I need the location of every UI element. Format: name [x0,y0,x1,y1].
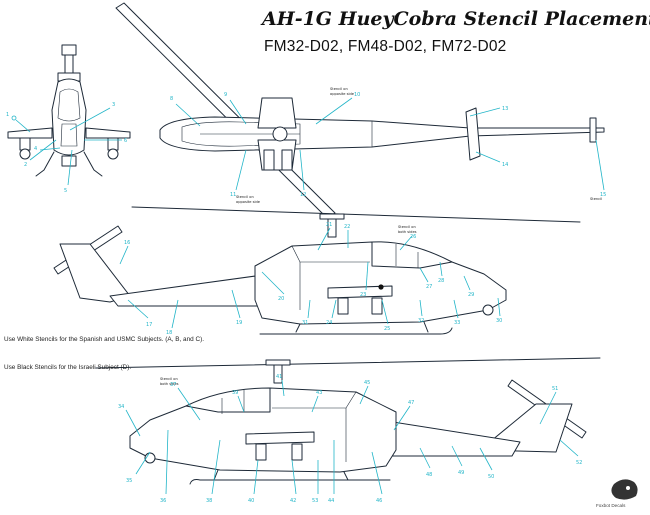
callout-number: 13 [502,106,508,112]
sheet-title: AH-1G HueyCobra Stencil Placement [262,8,650,30]
front-view: 1 2 3 4 5 6 [6,44,131,194]
callout-number: 19 [236,320,242,326]
callout-number: 14 [502,162,508,168]
callout-number: 33 [454,320,460,326]
callout-number: 4 [34,146,37,152]
callout-number: 27 [426,284,432,290]
callout-number: 6 [124,138,127,144]
callout-number: 26 [410,234,416,240]
label-text: Stencil on [236,195,254,199]
label-text: opposite side [330,92,355,96]
maker-logo [611,479,638,500]
label-text: opposite side [236,200,261,204]
white-stencil-note: Use White Stencils for the Spanish and U… [4,336,204,343]
callout-number: 8 [170,96,173,102]
black-stencil-note: Use Black Stencils for the Israeli Subje… [4,364,132,371]
callout-number: 52 [576,460,582,466]
callout-number: 32 [418,318,424,324]
callout-number: 38 [206,498,212,504]
callout-number: 34 [118,404,124,410]
callout-number: 53 [312,498,318,504]
callout-number: 36 [160,498,166,504]
label-text: both sides [160,382,179,386]
callout-number: 16 [124,240,130,246]
callout-number: 45 [364,380,370,386]
callout-number: 41 [276,374,282,380]
right-profile-view: Stencil on both sides 34 35 3 [95,357,601,504]
callout-number: 18 [166,330,172,336]
callout-number: 9 [224,92,227,98]
callout-number: 23 [360,292,366,298]
callout-number: 35 [126,478,132,484]
callout-number: 20 [278,296,284,302]
callout-number: 2 [24,162,27,168]
callout-number: 44 [328,498,334,504]
callout-number: 46 [376,498,382,504]
callout-number: 49 [458,470,464,476]
callout-number: 42 [290,498,296,504]
callout-number: 15 [600,192,606,198]
label-text: Stencil [590,197,602,201]
label-text: Stencil on [160,377,178,381]
callout-number: 3 [112,102,115,108]
callout-number: 12 [300,192,306,198]
label-text: Stencil on [330,87,348,91]
maker-name: Foxbot Decals [596,503,626,508]
left-profile-view: Stencil on both sides 16 17 18 19 [53,206,581,336]
callout-number: 51 [552,386,558,392]
callout-number: 30 [496,318,502,324]
callout-number: 43 [316,390,322,396]
callout-number: 21 [326,222,332,228]
callout-number: 5 [64,188,67,194]
callout-number: 31 [302,320,308,326]
top-view: Stencil on opposite side Stencil on oppo… [115,2,606,219]
callout-number: 39 [232,390,238,396]
callout-number: 48 [426,472,432,478]
callout-number: 50 [488,474,494,480]
callout-number: 40 [248,498,254,504]
callout-number: 37 [170,382,176,388]
callout-number: 47 [408,400,414,406]
sheet-subtitle: FM32-D02, FM48-D02, FM72-D02 [264,38,507,55]
callout-number: 1 [6,112,9,118]
callout-number: 22 [344,224,350,230]
callout-number: 17 [146,322,152,328]
callout-number: 24 [326,320,332,326]
callout-number: 25 [384,326,390,332]
label-text: both sides [398,230,417,234]
callout-number: 29 [468,292,474,298]
label-text: Stencil on [398,225,416,229]
callout-number: 10 [354,92,360,98]
callout-number: 28 [438,278,444,284]
callout-number: 11 [230,192,236,198]
